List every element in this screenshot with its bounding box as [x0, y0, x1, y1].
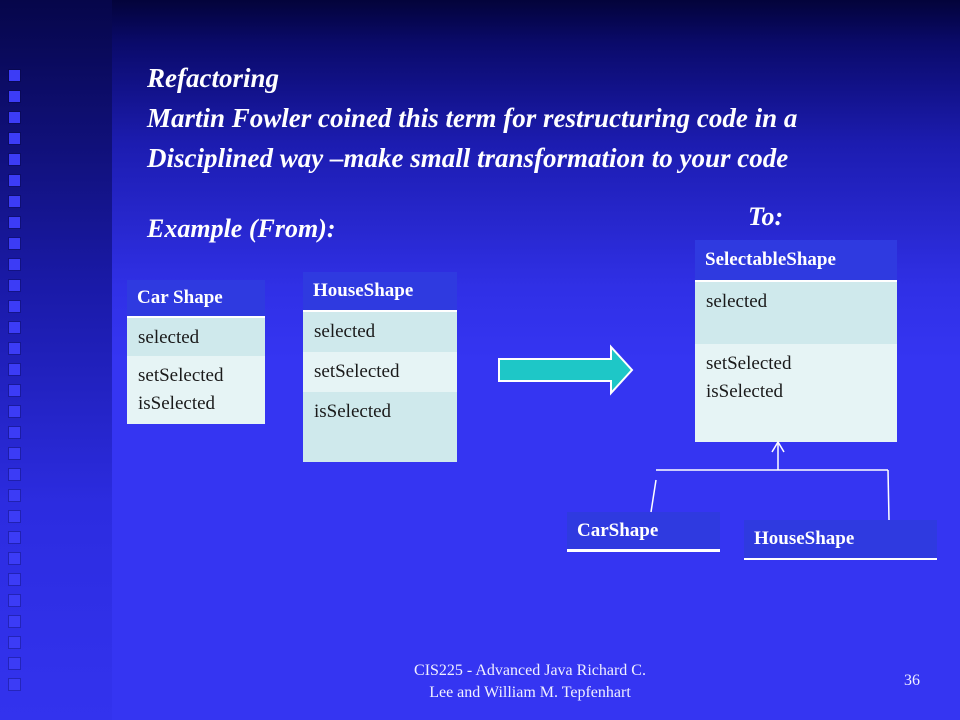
decorative-square: [9, 280, 20, 291]
left-decorative-strip: [0, 0, 112, 720]
decorative-square: [9, 322, 20, 333]
decorative-square: [9, 385, 20, 396]
inheritance-arrowhead: [771, 440, 785, 453]
decorative-square: [9, 490, 20, 501]
footer-credit: CIS225 - Advanced Java Richard C. Lee an…: [380, 660, 680, 704]
to-label: To:: [748, 202, 784, 231]
decorative-square: [9, 553, 20, 564]
selectable-shape-class-box: SelectableShape selected setSelected isS…: [695, 240, 897, 442]
slide-title: Refactoring: [147, 63, 279, 93]
decorative-square: [9, 343, 20, 354]
decorative-square: [9, 238, 20, 249]
decorative-square: [9, 427, 20, 438]
footer-line-1: CIS225 - Advanced Java Richard C.: [414, 662, 646, 679]
decorative-square: [9, 511, 20, 522]
houseshape-connector: [887, 469, 890, 521]
decorative-square: [9, 679, 20, 690]
decorative-square: [9, 217, 20, 228]
house-shape-class-name: HouseShape: [303, 272, 457, 312]
decorative-square: [9, 259, 20, 270]
decorative-square: [9, 112, 20, 123]
decorative-square: [9, 658, 20, 669]
selectable-shape-attribute: selected: [695, 282, 897, 344]
decorative-square: [9, 70, 20, 81]
decorative-square: [9, 196, 20, 207]
decorative-square: [9, 154, 20, 165]
decorative-square: [9, 595, 20, 606]
house-shape-class-box: HouseShape selected setSelected isSelect…: [303, 272, 457, 462]
title-block: Refactoring Martin Fowler coined this te…: [147, 58, 797, 178]
title-line-1: Martin Fowler coined this term for restr…: [147, 103, 798, 133]
car-shape-methods: setSelected isSelected: [127, 356, 265, 424]
decorative-square: [9, 532, 20, 543]
title-line-2: Disciplined way –make small transformati…: [147, 143, 789, 173]
house-shape-method-1: setSelected: [303, 352, 457, 392]
decorative-square: [9, 364, 20, 375]
house-shape-attribute: selected: [303, 312, 457, 352]
example-from-label: Example (From):: [147, 214, 336, 243]
decorative-square: [9, 91, 20, 102]
decorative-square: [9, 637, 20, 648]
selectable-shape-methods: setSelected isSelected: [695, 344, 897, 442]
car-shape-class-box: Car Shape selected setSelected isSelecte…: [127, 280, 265, 424]
decorative-square: [9, 406, 20, 417]
carshape-subclass-box: CarShape: [567, 512, 720, 552]
car-shape-attribute: selected: [127, 318, 265, 356]
decorative-square: [9, 469, 20, 480]
page-number: 36: [904, 672, 920, 689]
car-shape-class-name: Car Shape: [127, 280, 265, 318]
refactor-arrow: [498, 344, 634, 396]
decorative-square: [9, 133, 20, 144]
house-shape-method-2: isSelected: [303, 392, 457, 462]
decorative-square: [9, 616, 20, 627]
decorative-square: [9, 448, 20, 459]
selectable-shape-class-name: SelectableShape: [695, 240, 897, 282]
houseshape-subclass-box: HouseShape: [744, 520, 937, 560]
footer-line-2: Lee and William M. Tepfenhart: [429, 684, 631, 701]
carshape-connector: [650, 479, 657, 513]
decorative-square: [9, 574, 20, 585]
decorative-square: [9, 301, 20, 312]
decorative-square: [9, 175, 20, 186]
